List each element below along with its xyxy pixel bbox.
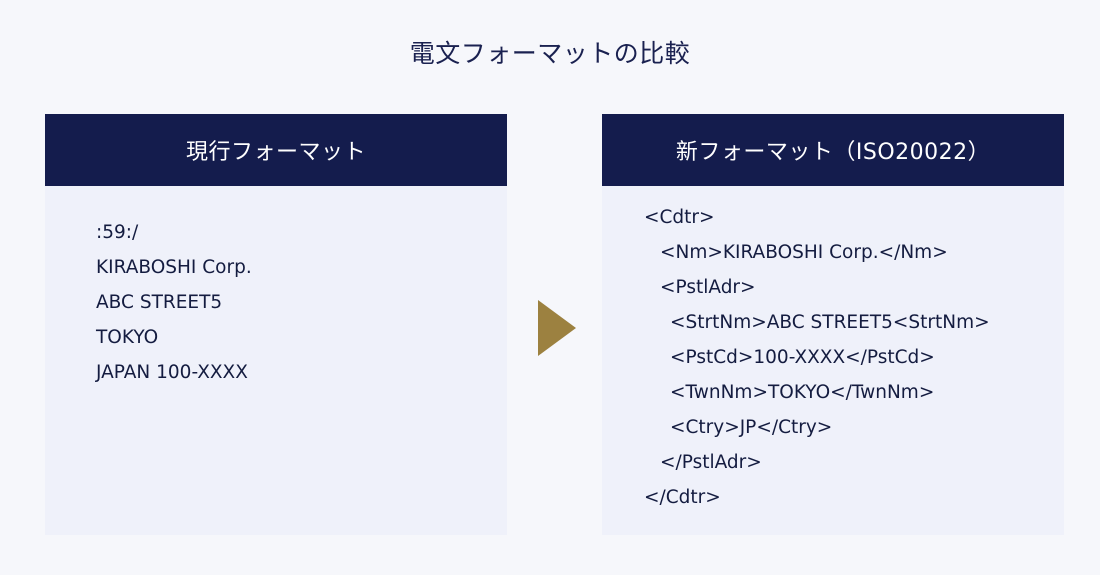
new-format-lines: <Cdtr> <Nm>KIRABOSHI Corp.</Nm> <PstlAdr…	[644, 200, 990, 515]
current-format-line: JAPAN 100-XXXX	[96, 362, 248, 383]
current-format-panel: 現行フォーマット :59:/ KIRABOSHI Corp. ABC STREE…	[45, 114, 507, 535]
right-triangle-icon	[538, 300, 576, 356]
xml-line: <TwnNm>TOKYO</TwnNm>	[670, 382, 935, 403]
current-format-lines: :59:/ KIRABOSHI Corp. ABC STREET5 TOKYO …	[96, 215, 252, 390]
current-format-line: TOKYO	[96, 327, 159, 348]
xml-line: <StrtNm>ABC STREET5<StrtNm>	[670, 312, 990, 333]
current-format-line: KIRABOSHI Corp.	[96, 257, 252, 278]
xml-line: </Cdtr>	[644, 487, 721, 508]
xml-line: <PstCd>100-XXXX</PstCd>	[670, 347, 935, 368]
xml-line: <Nm>KIRABOSHI Corp.</Nm>	[660, 242, 948, 263]
xml-line: <PstlAdr>	[660, 277, 756, 298]
new-format-panel: 新フォーマット（ISO20022） <Cdtr> <Nm>KIRABOSHI C…	[602, 114, 1064, 535]
xml-line: <Cdtr>	[644, 207, 715, 228]
current-format-line: ABC STREET5	[96, 292, 223, 313]
page-title: 電文フォーマットの比較	[409, 39, 691, 68]
xml-line: <Ctry>JP</Ctry>	[670, 417, 833, 438]
xml-line: </PstlAdr>	[660, 452, 762, 473]
new-format-header: 新フォーマット（ISO20022）	[602, 114, 1064, 186]
current-format-header: 現行フォーマット	[45, 114, 507, 186]
current-format-line: :59:/	[96, 222, 139, 243]
